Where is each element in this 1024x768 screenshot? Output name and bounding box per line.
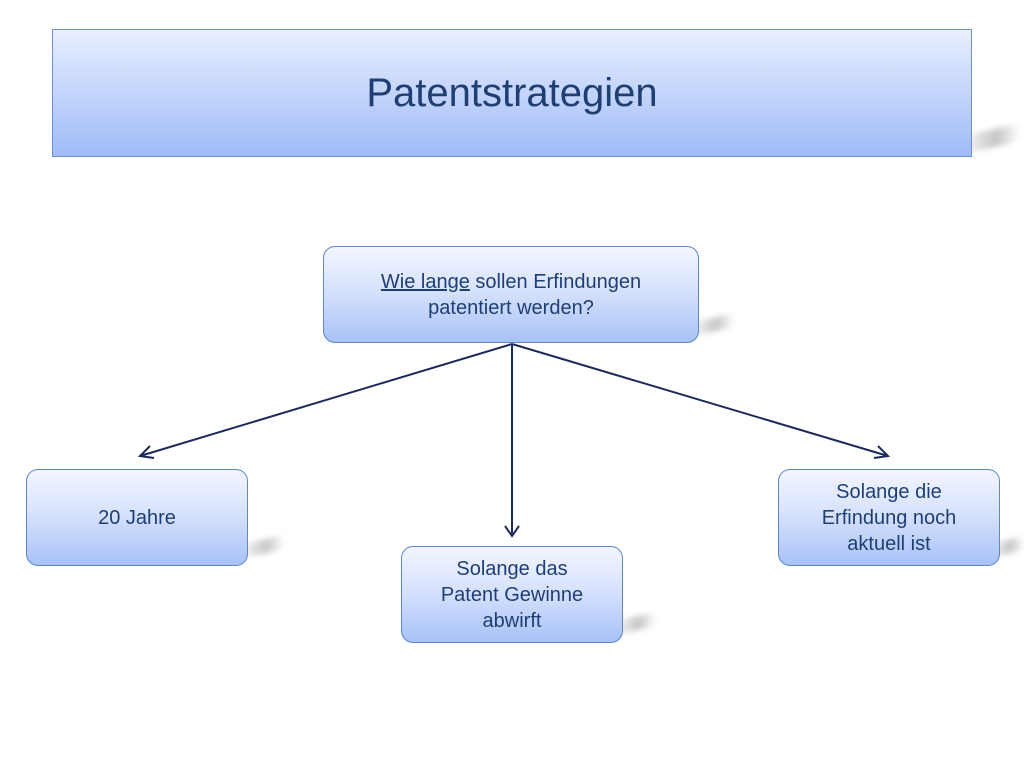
question-node: Wie lange sollen Erfindungen patentiert … — [323, 246, 699, 343]
option-right-line1: Solange die — [836, 481, 942, 503]
edge-to-left — [140, 344, 512, 456]
option-right-node: Solange die Erfindung noch aktuell ist — [778, 469, 1000, 566]
option-left-node: 20 Jahre — [26, 469, 248, 566]
option-left-text: 20 Jahre — [98, 505, 176, 531]
option-middle-node: Solange das Patent Gewinne abwirft — [401, 546, 623, 643]
question-text-line1: sollen Erfindungen — [470, 271, 641, 293]
option-middle-line1: Solange das — [456, 558, 567, 580]
question-text-line2: patentiert werden? — [428, 297, 594, 319]
option-right-line3: aktuell ist — [847, 533, 930, 555]
option-middle-line3: abwirft — [483, 610, 542, 632]
option-right-line2: Erfindung noch — [822, 507, 957, 529]
option-middle-line2: Patent Gewinne — [441, 584, 583, 606]
edge-to-right — [512, 344, 888, 456]
question-underlined-text: Wie lange — [381, 271, 470, 293]
